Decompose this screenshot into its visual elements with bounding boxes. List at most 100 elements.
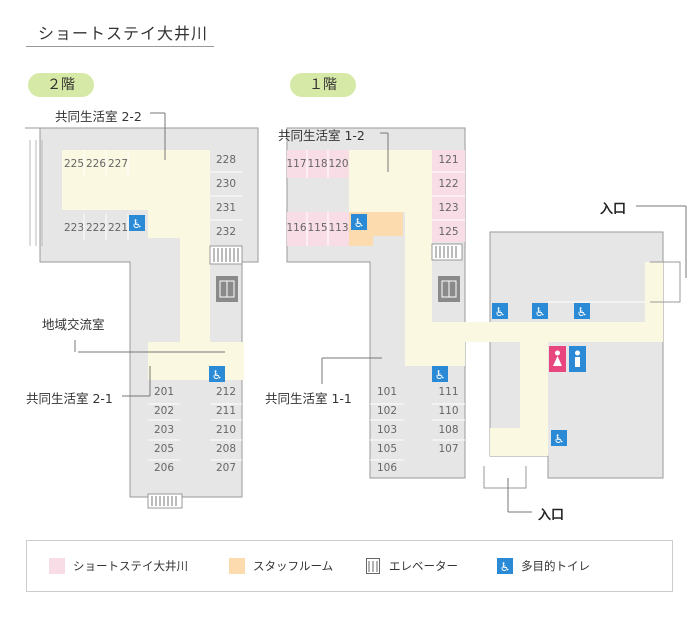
svg-text:♿: ♿ [354,216,365,230]
floor2-corridor-vertical [180,210,210,342]
floor1-east-entrance-frame [650,261,681,303]
floor1-accessible-toilet-icon-b: ♿ [432,366,448,382]
floor2-side-balcony [29,140,43,246]
legend-label-shortstay: ショートステイ大井川 [73,559,188,573]
room-number: 231 [215,202,237,214]
floor1-accessible-toilet-icon-a: ♿ [351,214,367,230]
room-number: 222 [85,222,107,234]
page-title: ショートステイ大井川 [38,24,209,43]
floor1-accessible-toilet-icon-d: ♿ [532,303,548,319]
room-number: 107 [438,443,459,455]
floor2-elevator-icon [216,276,238,302]
svg-text:♿: ♿ [132,217,143,231]
room-number: 117 [286,158,307,170]
floor1-accessible-toilet-icon-e: ♿ [574,303,590,319]
room-number: 123 [438,202,459,214]
legend-label-elevator: エレベーター [389,559,458,573]
svg-text:♿: ♿ [577,305,588,319]
room-number: 207 [215,462,237,474]
map-legend: ショートステイ大井川 スタッフルーム エレベーター ♿ 多目的トイレ [26,540,673,592]
svg-text:♿: ♿ [535,305,546,319]
floor-plans: ♿ ♿ [25,112,687,513]
floor2-plan: ♿ ♿ [25,112,259,509]
room-number: 202 [153,405,175,417]
floor1-staff-room-2 [373,212,403,236]
floor1-east-entrance-label: 入口 [600,202,627,217]
floor1-south-entrance-label: 入口 [538,508,565,523]
floor2-accessible-toilet-icon: ♿ [129,215,145,231]
floor1-south-entrance-frame [483,466,527,489]
accessible-icon: ♿ [497,558,513,574]
room-number: 102 [376,405,398,417]
floor2-tab[interactable]: ２階 [28,73,94,97]
floor2-bottom-stairs [147,493,183,509]
room-number: 211 [215,405,237,417]
room-number: 208 [215,443,237,455]
room-number: 105 [376,443,398,455]
room-number: 223 [63,222,85,234]
floor2-corridor-top [62,150,210,188]
floor2-accessible-toilet-icon-lower: ♿ [209,366,225,382]
floor1-commons-a-label: 共同生活室 1-2 [278,128,365,143]
floor2-community-label: 地域交流室 [42,317,105,332]
floor1-rooms-mid-block [287,212,349,246]
room-number: 206 [153,462,175,474]
room-number: 212 [215,386,237,398]
room-number: 110 [438,405,459,417]
room-number: 113 [328,222,349,234]
room-number: 230 [215,178,237,190]
room-number: 118 [307,158,328,170]
floor1-commons-b-label: 共同生活室 1-1 [265,391,352,406]
room-number: 116 [286,222,307,234]
floor1-elevator-icon [438,276,460,302]
room-number: 225 [63,158,85,170]
room-number: 120 [328,158,349,170]
room-number: 226 [85,158,107,170]
floor2-lounge [148,210,180,238]
floor2-commons-a-label: 共同生活室 2-2 [55,109,142,124]
pink-swatch [49,558,65,574]
floor1-plan: ♿ ♿ ♿ ♿ ♿ ♿ [286,127,687,513]
floor2-corridor-lower [148,342,244,380]
floor2-commons-b-label: 共同生活室 2-1 [26,391,113,406]
room-number: 201 [153,386,175,398]
room-number: 125 [438,226,459,238]
floor1-corridor-vertical [405,212,432,342]
svg-text:♿: ♿ [500,560,511,574]
svg-text:♿: ♿ [554,432,565,446]
floor1-rooms-top-block [287,150,349,178]
orange-swatch [229,558,245,574]
elevator-icon [366,558,380,574]
title-divider [26,46,214,47]
room-number: 115 [307,222,328,234]
floor1-stairs [431,243,463,261]
floor1-entrance-hall-east [645,262,663,322]
room-number: 228 [215,154,237,166]
floor1-tab[interactable]: １階 [290,73,356,97]
room-number: 103 [376,424,398,436]
floor1-corridor-link [405,322,663,342]
room-number: 205 [153,443,175,455]
room-number: 221 [107,222,129,234]
svg-text:♿: ♿ [435,368,446,382]
floor2-room-grid [83,150,242,461]
floor2-stairs [209,245,243,265]
floor2-corridor-hall [62,188,210,210]
room-number: 106 [376,462,398,474]
room-number: 111 [438,386,459,398]
floor1-accessible-toilet-icon-c: ♿ [492,303,508,319]
legend-label-staff: スタッフルーム [253,559,334,573]
room-number: 122 [438,178,459,190]
room-number: 227 [107,158,129,170]
floor1-room-grid [306,150,645,461]
floor1-accessible-toilet-icon-f: ♿ [551,430,567,446]
mens-restroom-icon [569,346,586,372]
floor1-corridor-lower [405,342,465,366]
room-number: 101 [376,386,398,398]
svg-text:♿: ♿ [495,305,506,319]
womens-restroom-icon [549,346,566,372]
room-number: 232 [215,226,237,238]
room-number: 121 [438,154,459,166]
floor1-entrance-hall-south [490,428,548,456]
